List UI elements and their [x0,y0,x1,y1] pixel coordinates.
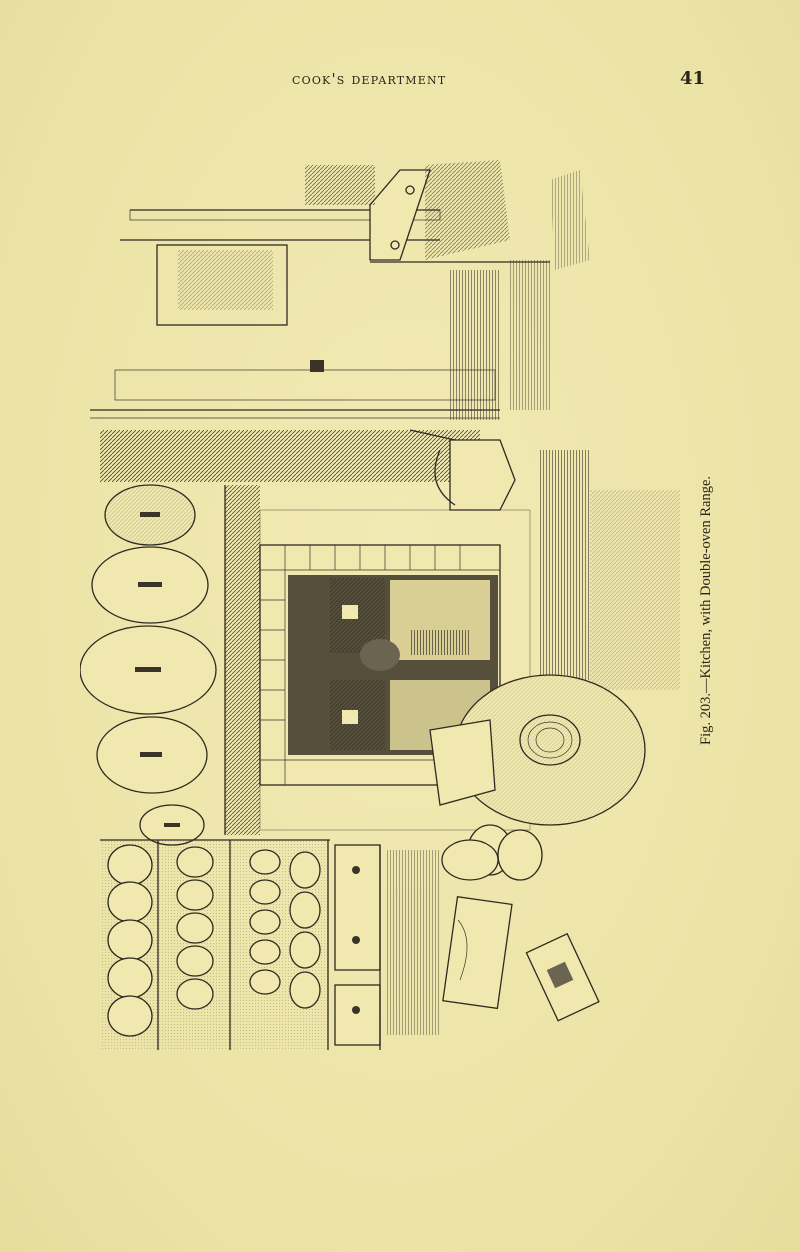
dresser [334,844,440,1050]
plate-rack [100,839,330,1050]
running-head: COOK'S DEPARTMENT [292,70,447,88]
tray-and-pans [429,674,646,881]
floor-items [442,896,600,1022]
double-oven-range [224,429,531,835]
pot-lids-row [79,484,217,846]
figure-caption: Fig. 203.—Kitchen, with Double-oven Rang… [698,475,714,745]
page-number: 41 [680,68,706,89]
kitchen-illustration [79,150,690,1060]
wall-mat [540,450,590,680]
upper-wall-group [90,160,590,482]
